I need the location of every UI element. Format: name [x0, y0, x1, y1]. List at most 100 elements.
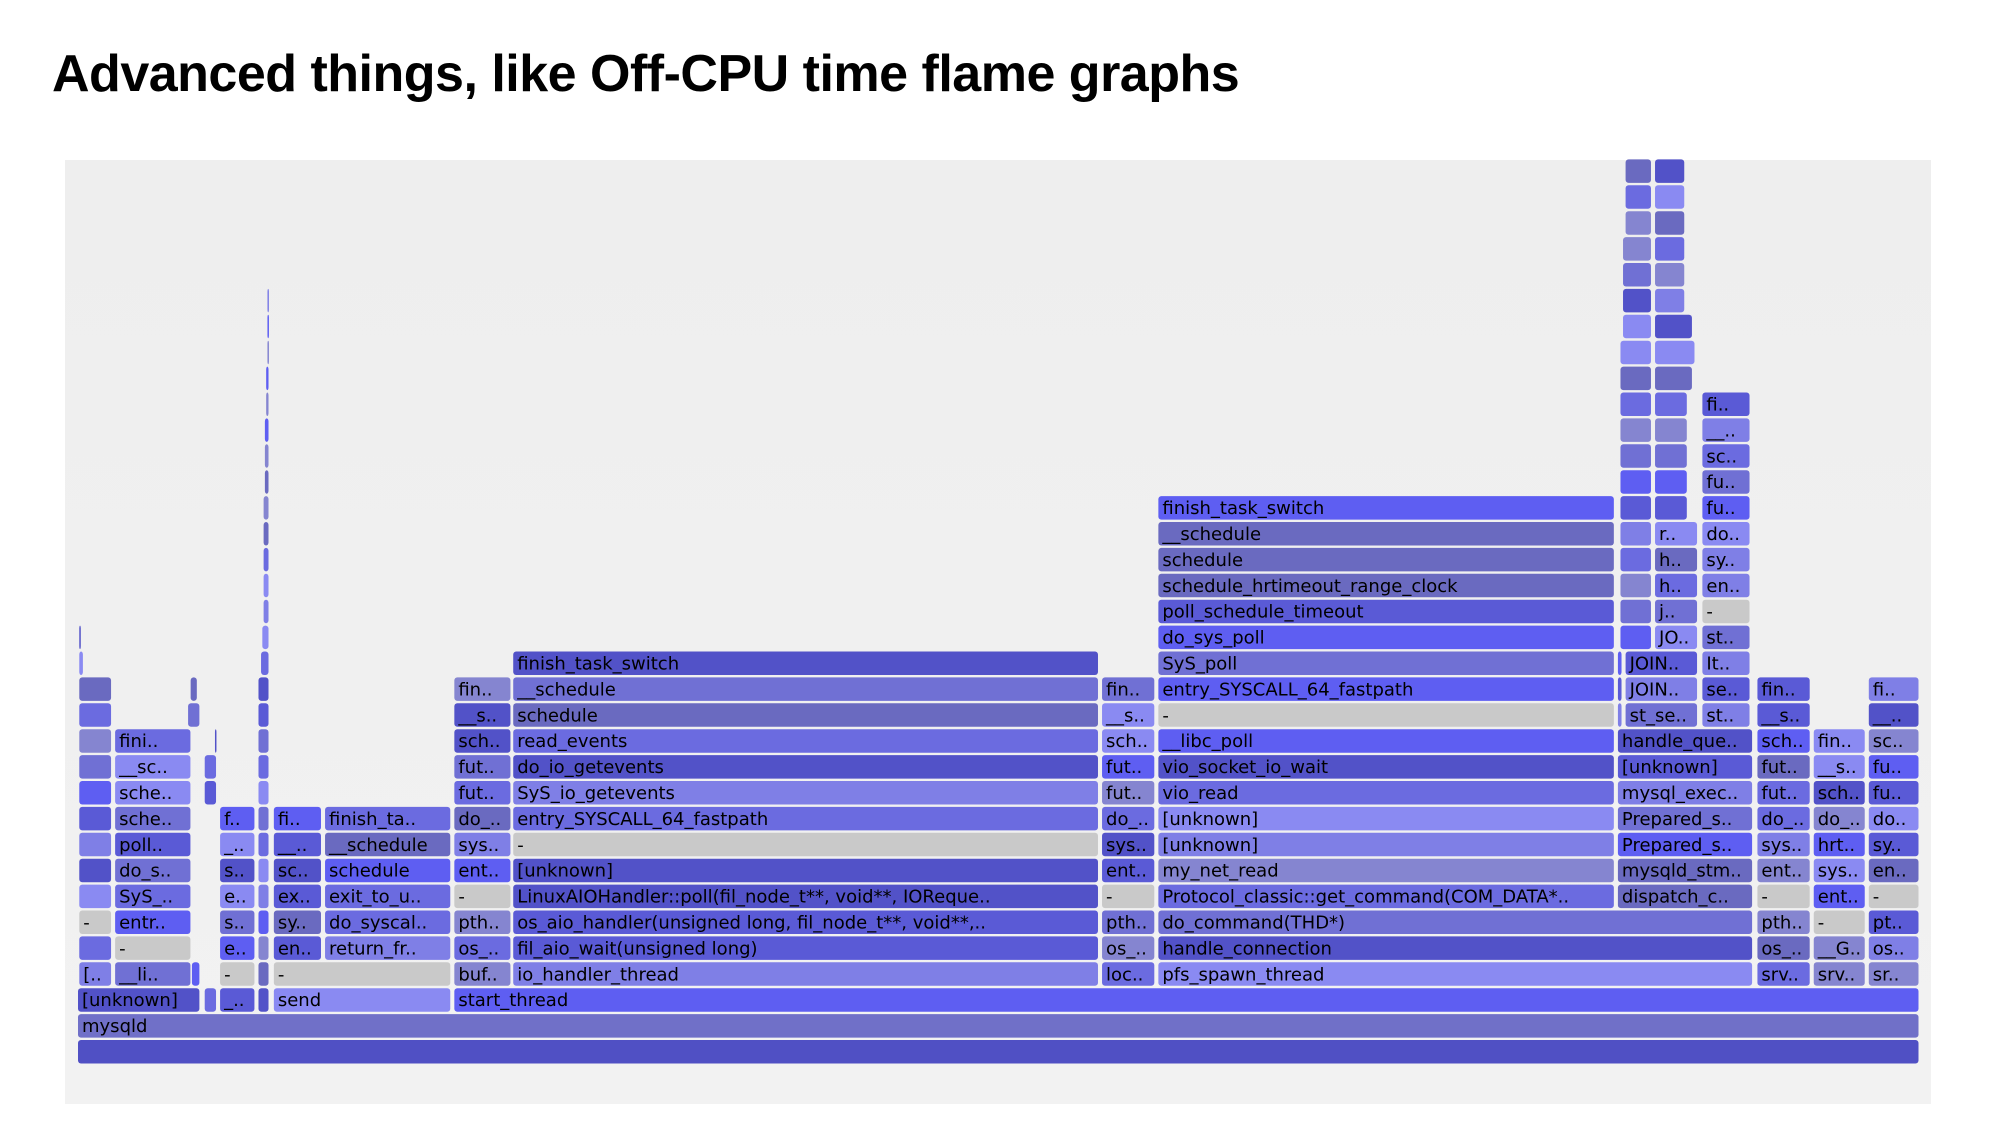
flame-frame[interactable]: vio_read: [1158, 781, 1614, 805]
flame-frame[interactable]: schedule_hrtimeout_range_clock: [1158, 573, 1614, 598]
flame-frame[interactable]: [1655, 185, 1685, 209]
flame-frame[interactable]: read_events: [513, 729, 1098, 753]
flame-frame[interactable]: schedule: [1158, 547, 1614, 572]
flame-frame[interactable]: os_..: [1757, 936, 1810, 960]
flame-frame[interactable]: -: [115, 936, 191, 960]
flame-frame[interactable]: [266, 366, 269, 391]
flame-frame[interactable]: sche..: [115, 781, 191, 805]
flame-frame[interactable]: [1655, 444, 1687, 468]
flame-frame[interactable]: [79, 858, 112, 883]
flame-frame[interactable]: [1620, 625, 1651, 650]
flame-frame[interactable]: e..: [220, 936, 255, 960]
flame-frame[interactable]: [1655, 496, 1687, 520]
flame-frame[interactable]: __libc_poll: [1158, 729, 1614, 753]
flame-frame[interactable]: [unknown]: [1617, 755, 1753, 779]
flame-frame[interactable]: os..: [1868, 936, 1919, 960]
flame-frame[interactable]: [79, 651, 83, 676]
flame-frame[interactable]: [258, 781, 269, 805]
flame-frame[interactable]: [267, 314, 269, 339]
flame-frame[interactable]: sc..: [1702, 444, 1750, 468]
flame-frame[interactable]: fu..: [1702, 496, 1750, 520]
flame-frame[interactable]: schedule: [325, 858, 451, 883]
flame-frame[interactable]: _..: [220, 832, 255, 857]
flame-frame[interactable]: [204, 781, 217, 805]
flame-frame[interactable]: [258, 729, 269, 753]
flame-frame[interactable]: [1625, 211, 1651, 235]
flame-frame[interactable]: [79, 806, 112, 831]
flame-frame[interactable]: __..: [273, 832, 321, 857]
flame-frame[interactable]: [190, 677, 197, 701]
flame-frame[interactable]: f..: [220, 806, 255, 831]
flame-frame[interactable]: finish_task_switch: [513, 651, 1098, 676]
flame-frame[interactable]: [1655, 211, 1685, 235]
flame-frame[interactable]: handle_que..: [1617, 729, 1753, 753]
flame-frame[interactable]: [1655, 288, 1685, 313]
flame-frame[interactable]: Prepared_s..: [1617, 832, 1753, 857]
flame-frame[interactable]: loc..: [1102, 962, 1155, 986]
flame-frame[interactable]: [1620, 599, 1651, 624]
flame-frame[interactable]: entry_SYSCALL_64_fastpath: [513, 806, 1098, 831]
flame-frame[interactable]: pth..: [454, 910, 511, 935]
flame-frame[interactable]: __schedule: [325, 832, 451, 857]
flame-frame[interactable]: s..: [220, 858, 255, 883]
flame-frame[interactable]: -: [220, 962, 255, 986]
flame-frame[interactable]: [1655, 314, 1692, 339]
flame-frame[interactable]: ent..: [1757, 858, 1810, 883]
flame-frame[interactable]: h..: [1655, 573, 1698, 598]
flame-frame[interactable]: send: [273, 988, 451, 1012]
flame-frame[interactable]: -: [1158, 703, 1614, 727]
flame-frame[interactable]: sc..: [273, 858, 321, 883]
flame-frame[interactable]: poll_schedule_timeout: [1158, 599, 1614, 624]
flame-frame[interactable]: -: [1813, 910, 1865, 935]
flame-frame[interactable]: sch..: [1757, 729, 1810, 753]
flame-frame[interactable]: __schedule: [1158, 522, 1614, 546]
flame-frame[interactable]: [79, 884, 112, 909]
flame-frame[interactable]: pfs_spawn_thread: [1158, 962, 1753, 986]
flame-frame[interactable]: [263, 599, 269, 624]
flame-frame[interactable]: [1623, 263, 1651, 287]
flame-frame[interactable]: srv..: [1757, 962, 1810, 986]
flame-frame[interactable]: -: [454, 884, 511, 909]
flame-frame[interactable]: start_thread: [454, 988, 1919, 1012]
flame-frame[interactable]: [1655, 418, 1687, 442]
flame-frame[interactable]: [258, 858, 269, 883]
flame-frame[interactable]: __s..: [1813, 755, 1865, 779]
flame-frame[interactable]: __..: [1702, 418, 1750, 442]
flame-frame[interactable]: fu..: [1868, 781, 1919, 805]
flame-frame[interactable]: st..: [1702, 703, 1750, 727]
flame-frame[interactable]: [1625, 185, 1651, 209]
flame-frame[interactable]: fut..: [1102, 781, 1155, 805]
flame-frame[interactable]: mysqld: [78, 1014, 1919, 1038]
flame-frame[interactable]: srv..: [1813, 962, 1865, 986]
flame-frame[interactable]: [258, 677, 269, 701]
flame-frame[interactable]: [1625, 159, 1651, 183]
flame-frame[interactable]: [1620, 366, 1651, 391]
flame-frame[interactable]: [1620, 522, 1651, 546]
flame-frame[interactable]: [258, 962, 269, 986]
flame-frame[interactable]: fut..: [1757, 755, 1810, 779]
flame-frame[interactable]: do_command(THD*): [1158, 910, 1753, 935]
flame-frame[interactable]: sys..: [1813, 858, 1865, 883]
flame-frame[interactable]: fin..: [454, 677, 511, 701]
flame-frame[interactable]: finish_task_switch: [1158, 496, 1614, 520]
flame-frame[interactable]: [264, 470, 269, 494]
flame-frame[interactable]: [258, 755, 269, 779]
flame-frame[interactable]: [79, 703, 112, 727]
flame-frame[interactable]: [263, 547, 269, 572]
flame-frame[interactable]: my_net_read: [1158, 858, 1614, 883]
flame-frame[interactable]: dispatch_c..: [1617, 884, 1753, 909]
flame-frame[interactable]: s..: [220, 910, 255, 935]
flame-frame[interactable]: [263, 573, 269, 598]
flame-frame[interactable]: -: [79, 910, 112, 935]
flame-frame[interactable]: do_..: [454, 806, 511, 831]
flame-frame[interactable]: [1623, 237, 1651, 261]
flame-frame[interactable]: mysql_exec..: [1617, 781, 1753, 805]
flame-frame[interactable]: pt..: [1868, 910, 1919, 935]
flame-frame[interactable]: __s..: [1757, 703, 1810, 727]
flame-frame[interactable]: [267, 288, 269, 313]
flame-frame[interactable]: ent..: [1813, 884, 1865, 909]
flame-frame[interactable]: __s..: [454, 703, 511, 727]
flame-frame[interactable]: pth..: [1102, 910, 1155, 935]
flame-frame[interactable]: poll..: [115, 832, 191, 857]
flame-frame[interactable]: sys..: [454, 832, 511, 857]
